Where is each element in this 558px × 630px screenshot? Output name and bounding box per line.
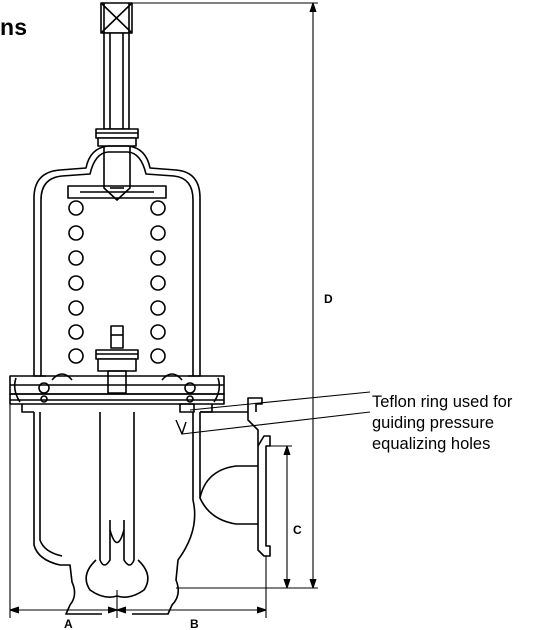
callout-line-1: Teflon ring used for: [372, 393, 513, 411]
lock-nut: [95, 128, 139, 147]
dimension-label-b: B: [190, 617, 199, 630]
spring-coils: [68, 200, 166, 364]
diaphragm-flange: [9, 373, 225, 413]
dimension-lines: [9, 2, 318, 618]
dimension-label-a: A: [64, 617, 73, 630]
valve-body: [33, 397, 271, 615]
teflon-ring-callout: Teflon ring used for guiding pressure eq…: [372, 392, 512, 455]
callout-line-3: equalizing holes: [372, 435, 491, 453]
dimension-label-d: D: [324, 292, 333, 306]
spring-bonnet: [33, 145, 201, 377]
callout-line-2: guiding pressure: [372, 414, 494, 432]
section-heading-fragment: ns: [0, 14, 28, 40]
dimension-label-c: C: [293, 523, 302, 537]
adjusting-stem: [100, 2, 133, 130]
callout-leaders: [175, 391, 371, 435]
diaphragm-stem: [95, 325, 139, 394]
